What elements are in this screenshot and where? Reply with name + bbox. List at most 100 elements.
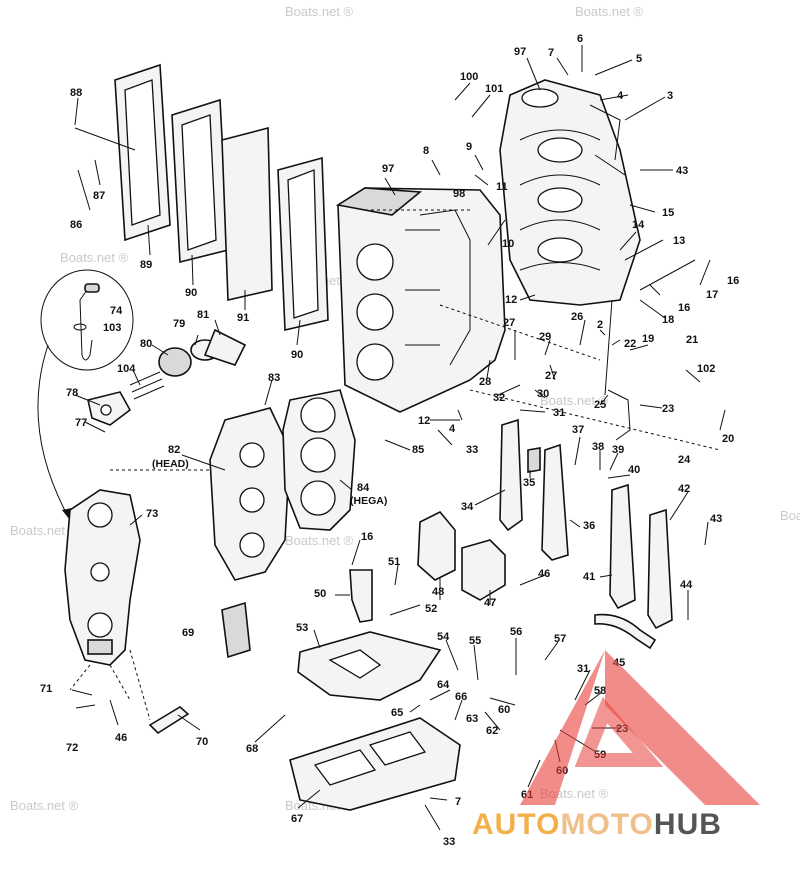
- module-69: [221, 601, 251, 659]
- label-98: 98: [453, 188, 465, 200]
- dashed-lines: [69, 209, 721, 721]
- label-51: 51: [388, 556, 400, 568]
- label-38: 38: [592, 441, 604, 453]
- label-33: 33: [443, 836, 455, 848]
- label-56: 56: [510, 626, 522, 638]
- label-37: 37: [572, 424, 584, 436]
- label-43: 43: [710, 513, 722, 525]
- label-88: 88: [70, 87, 82, 99]
- label-74: 74: [110, 305, 123, 317]
- label-3: 3: [667, 90, 673, 102]
- watermark-text: Boats.net ®: [540, 393, 609, 408]
- label-46: 46: [115, 732, 127, 744]
- label-26: 26: [571, 311, 583, 323]
- label-82-sub: (HEAD): [152, 458, 189, 470]
- label-68: 68: [246, 743, 258, 755]
- label-39: 39: [612, 444, 624, 456]
- adapter-plate: [289, 717, 461, 811]
- label-44: 44: [680, 579, 693, 591]
- logo-text-moto: MOTO: [560, 808, 653, 841]
- label-53: 53: [296, 622, 308, 634]
- label-21: 21: [686, 334, 698, 346]
- label-6: 6: [577, 33, 583, 45]
- label-50: 50: [314, 588, 326, 600]
- transfer-plates: [499, 418, 673, 630]
- label-7: 7: [455, 796, 461, 808]
- label-91: 91: [237, 312, 249, 324]
- label-97: 97: [382, 163, 394, 175]
- label-31: 31: [577, 663, 589, 675]
- label-16: 16: [361, 531, 373, 543]
- head-gasket: [282, 389, 356, 531]
- label-33: 33: [466, 444, 478, 456]
- label-35: 35: [523, 477, 535, 489]
- callout-labels: 97 7 6 5 100 101 4 3 88 87 86 89 8 9 11 …: [40, 33, 739, 848]
- label-80: 80: [140, 338, 152, 350]
- label-15: 15: [662, 207, 674, 219]
- logo-triangle-inner-icon: [574, 696, 664, 767]
- base-gasket: [297, 631, 442, 701]
- label-90: 90: [291, 349, 303, 361]
- logo-text-auto: AUTO: [472, 808, 560, 841]
- watermark-text: Boats.net ®: [10, 523, 79, 538]
- label-72: 72: [66, 742, 78, 754]
- label-16: 16: [678, 302, 690, 314]
- label-103: 103: [103, 322, 121, 334]
- label-54: 54: [437, 631, 450, 643]
- label-73: 73: [146, 508, 158, 520]
- label-47: 47: [484, 597, 496, 609]
- label-23: 23: [662, 403, 674, 415]
- label-62: 62: [486, 725, 498, 737]
- label-97: 97: [514, 46, 526, 58]
- linkage-rod: [604, 259, 696, 441]
- label-57: 57: [554, 633, 566, 645]
- label-9: 9: [466, 141, 472, 153]
- label-28: 28: [479, 376, 491, 388]
- label-83: 83: [268, 372, 280, 384]
- mounting-brackets: [349, 511, 506, 623]
- label-84-sub: (HEGA): [350, 495, 387, 507]
- label-43: 43: [676, 165, 688, 177]
- label-46: 46: [538, 568, 550, 580]
- label-79: 79: [173, 318, 185, 330]
- label-11: 11: [496, 181, 508, 193]
- label-16: 16: [727, 275, 739, 287]
- label-64: 64: [437, 679, 450, 691]
- label-27: 27: [503, 317, 515, 329]
- label-12: 12: [418, 415, 430, 427]
- label-81: 81: [197, 309, 209, 321]
- label-22: 22: [624, 338, 636, 350]
- label-42: 42: [678, 483, 690, 495]
- hose-45: [594, 613, 657, 650]
- watermark-text: Boats.net ®: [285, 533, 354, 548]
- label-86: 86: [70, 219, 82, 231]
- label-31: 31: [553, 407, 565, 419]
- thermostat-assembly: [87, 328, 247, 426]
- label-8: 8: [423, 145, 429, 157]
- label-40: 40: [628, 464, 640, 476]
- label-24: 24: [678, 454, 691, 466]
- label-4: 4: [617, 90, 624, 102]
- label-10: 10: [502, 238, 514, 250]
- label-2: 2: [597, 319, 603, 331]
- label-90: 90: [185, 287, 197, 299]
- label-17: 17: [706, 289, 718, 301]
- cylinder-block: [335, 187, 506, 413]
- label-100: 100: [460, 71, 478, 83]
- sensor-70: [148, 706, 190, 735]
- label-30: 30: [537, 388, 549, 400]
- label-102: 102: [697, 363, 715, 375]
- label-13: 13: [673, 235, 685, 247]
- automotohub-logo: AUTOMOTOHUB: [472, 650, 760, 841]
- label-48: 48: [432, 586, 444, 598]
- label-84: 84: [357, 482, 370, 494]
- watermark-text: Boats.net ®: [285, 4, 354, 19]
- label-32: 32: [493, 392, 505, 404]
- label-60: 60: [498, 704, 510, 716]
- logo-triangle-icon: [520, 650, 760, 805]
- label-29: 29: [539, 331, 551, 343]
- label-65: 65: [391, 707, 403, 719]
- watermark-text: Boats.net ®: [575, 4, 644, 19]
- watermark-text: Boats.net ®: [60, 250, 129, 265]
- watermark-text: Boats.net ®: [780, 508, 800, 523]
